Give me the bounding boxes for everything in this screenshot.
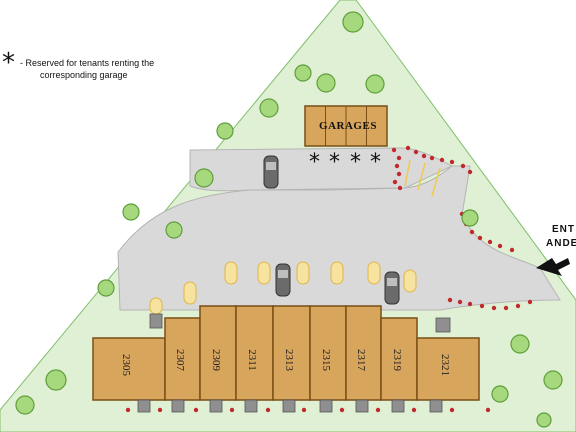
legend-text-line2: corresponding garage	[40, 70, 128, 80]
legend-text: - Reserved for tenants renting the	[20, 58, 154, 68]
unit-label-2321: 2321	[439, 354, 451, 376]
legend-dash: -	[20, 58, 23, 68]
unit-label-2319: 2319	[391, 349, 403, 371]
parking-upper-pavement	[189, 147, 454, 192]
entrance-label-line2: ANDE	[546, 238, 576, 249]
entrance-label-line1: ENT	[552, 224, 575, 235]
unit-label-2311: 2311	[245, 349, 258, 371]
entrance-arrow-icon	[536, 258, 570, 276]
reserved-marker: *	[329, 150, 340, 175]
trees	[15, 11, 563, 428]
car	[384, 271, 400, 305]
reserved-marker: *	[370, 150, 381, 175]
unit-label-2307: 2307	[174, 349, 186, 371]
parking-stripes	[404, 159, 441, 197]
reserved-marker: *	[309, 150, 320, 175]
patios	[137, 313, 451, 413]
unit-label-2313: 2313	[283, 349, 295, 371]
garage-block	[304, 105, 388, 147]
unit-label-2309: 2309	[210, 349, 222, 371]
car	[263, 155, 279, 189]
legend-text-line1: Reserved for tenants renting the	[25, 58, 155, 68]
unit-label-2317: 2317	[355, 349, 367, 371]
townhouse-building	[92, 305, 480, 401]
garages-label: GARAGES	[319, 120, 377, 132]
car	[275, 263, 291, 297]
legend-asterisk: *	[2, 48, 15, 78]
unit-label-2305: 2305	[120, 354, 132, 376]
reserved-marker: *	[350, 150, 361, 175]
unit-label-2315: 2315	[320, 349, 332, 371]
